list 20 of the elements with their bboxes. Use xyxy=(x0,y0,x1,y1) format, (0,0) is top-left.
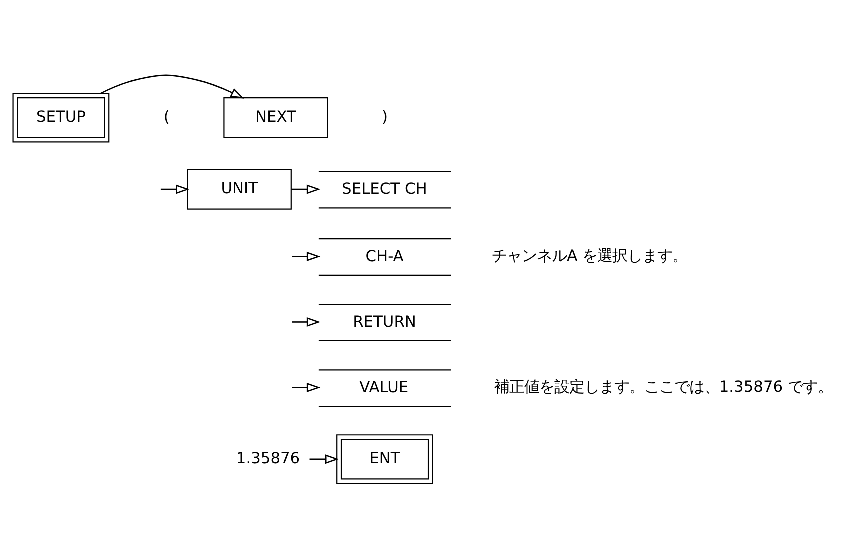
arrow xyxy=(310,454,340,464)
node-text: RETURN xyxy=(353,312,416,331)
arrow xyxy=(292,317,321,328)
node-text: 1.35876 xyxy=(236,449,300,468)
node-box: NEXT xyxy=(224,98,328,138)
arrow xyxy=(292,252,321,262)
node-text: SELECT CH xyxy=(342,180,428,198)
arrow xyxy=(100,74,244,99)
node-label: 補正値を設定します。ここでは、1.35876 です。 xyxy=(494,378,833,396)
node-box: UNIT xyxy=(187,169,292,210)
node-box: ENT xyxy=(336,434,434,484)
arrow xyxy=(292,184,321,194)
node-text: VALUE xyxy=(360,378,409,396)
label: ) xyxy=(382,108,388,126)
node-label: チャンネルA を選択します。 xyxy=(492,246,688,265)
arrow xyxy=(292,382,321,393)
node-text: CH-A xyxy=(366,247,404,266)
label: ( xyxy=(164,108,170,126)
arrow xyxy=(160,184,190,194)
node-box: SETUP xyxy=(12,93,110,143)
